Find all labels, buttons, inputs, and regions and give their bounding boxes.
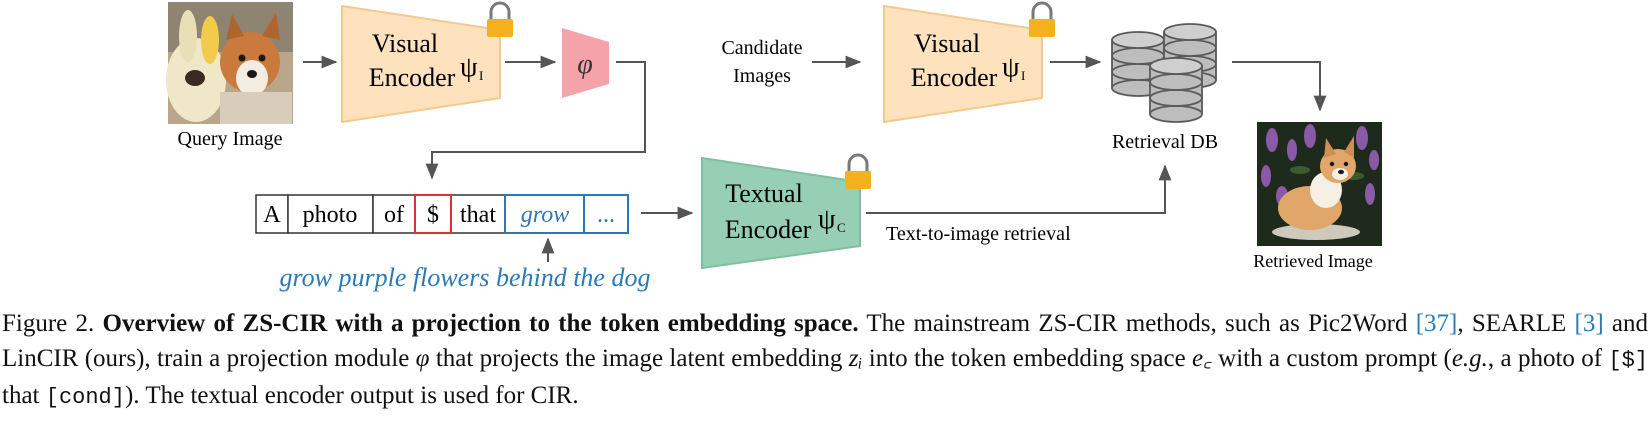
caption-phi: φ xyxy=(415,345,430,372)
visual-encoder-1-line2: Encoder xyxy=(369,63,456,92)
visual-encoder-1-sub: I xyxy=(479,68,483,83)
retrieved-image xyxy=(1257,122,1382,246)
retrieved-image-label: Retrieved Image xyxy=(1253,251,1372,271)
query-image-label: Query Image xyxy=(178,128,283,150)
caption-zi: zᵢ xyxy=(848,345,863,372)
visual-encoder-1-psi: ψ xyxy=(460,52,478,83)
caption-text-4: that projects the image latent embedding xyxy=(435,345,843,372)
token-a: A xyxy=(263,202,281,228)
textual-encoder-psi: ψ xyxy=(818,204,836,235)
query-image xyxy=(166,2,293,124)
projection-symbol: φ xyxy=(577,49,593,80)
citation-link[interactable]: [3] xyxy=(1574,310,1604,337)
lock-icon xyxy=(487,1,513,37)
caption-text-8: that xyxy=(2,382,40,409)
caption-title: Overview of ZS-CIR with a projection to … xyxy=(102,310,859,337)
textual-encoder-sub: C xyxy=(837,220,846,235)
caption-code-1: [$] xyxy=(1608,348,1649,373)
candidate-images-line1: Candidate xyxy=(721,37,802,59)
visual-encoder-1-line1: Visual xyxy=(372,29,438,58)
visual-encoder-2-psi: ψ xyxy=(1002,52,1020,83)
caption-eg: e.g. xyxy=(1451,345,1488,372)
visual-encoder-2-sub: I xyxy=(1021,68,1025,83)
token-sequence: A photo of $ that grow ... xyxy=(255,194,629,234)
candidate-images-line2: Images xyxy=(733,65,791,87)
lock-icon xyxy=(845,153,871,189)
zs-cir-diagram: Query Image Visual Encoder ψ I φ A photo… xyxy=(166,1,1382,292)
condition-text: grow purple flowers behind the dog xyxy=(280,263,651,292)
caption-text-5: into the token embedding space xyxy=(868,345,1186,372)
visual-encoder-2: Visual Encoder ψ I xyxy=(883,4,1043,124)
arrow-db-to-retrieved xyxy=(1232,61,1327,112)
figure-caption: Figure 2. Overview of ZS-CIR with a proj… xyxy=(2,306,1648,415)
caption-code-2: [cond] xyxy=(45,385,125,410)
token-grow: grow xyxy=(521,202,569,228)
token-placeholder: $ xyxy=(427,202,439,228)
caption-text-2: , SEARLE xyxy=(1457,310,1567,337)
arrow-projection-to-token xyxy=(425,61,646,180)
caption-text-7: , a photo of xyxy=(1487,345,1603,372)
caption-text-3: and LinCIR (ours), train a projection mo… xyxy=(2,310,1649,372)
caption-text-1: The mainstream ZS-CIR methods, such as P… xyxy=(866,310,1408,337)
caption-text-9: ). The textual encoder output is used fo… xyxy=(124,382,579,409)
token-of: of xyxy=(384,202,404,228)
textual-encoder: Textual Encoder ψ C xyxy=(701,156,861,270)
textual-encoder-line2: Encoder xyxy=(725,215,812,244)
visual-encoder-2-line1: Visual xyxy=(914,29,980,58)
caption-figure-number: Figure 2. xyxy=(2,310,95,337)
projection-module: φ xyxy=(562,28,609,98)
retrieval-db-label: Retrieval DB xyxy=(1112,131,1218,153)
t2i-label: Text-to-image retrieval xyxy=(886,223,1071,245)
visual-encoder-2-line2: Encoder xyxy=(911,63,998,92)
arrow-text-to-db xyxy=(866,164,1172,214)
database-icon xyxy=(1111,23,1217,123)
lock-icon xyxy=(1029,1,1055,37)
visual-encoder-1: Visual Encoder ψ I xyxy=(341,4,501,124)
citation-link[interactable]: [37] xyxy=(1415,310,1458,337)
token-photo: photo xyxy=(303,202,358,228)
caption-text-6: with a custom prompt ( xyxy=(1218,345,1452,372)
caption-ec: e꜀ xyxy=(1192,345,1212,372)
token-ellipsis: ... xyxy=(597,202,615,228)
textual-encoder-line1: Textual xyxy=(725,179,803,208)
token-that: that xyxy=(460,202,496,228)
